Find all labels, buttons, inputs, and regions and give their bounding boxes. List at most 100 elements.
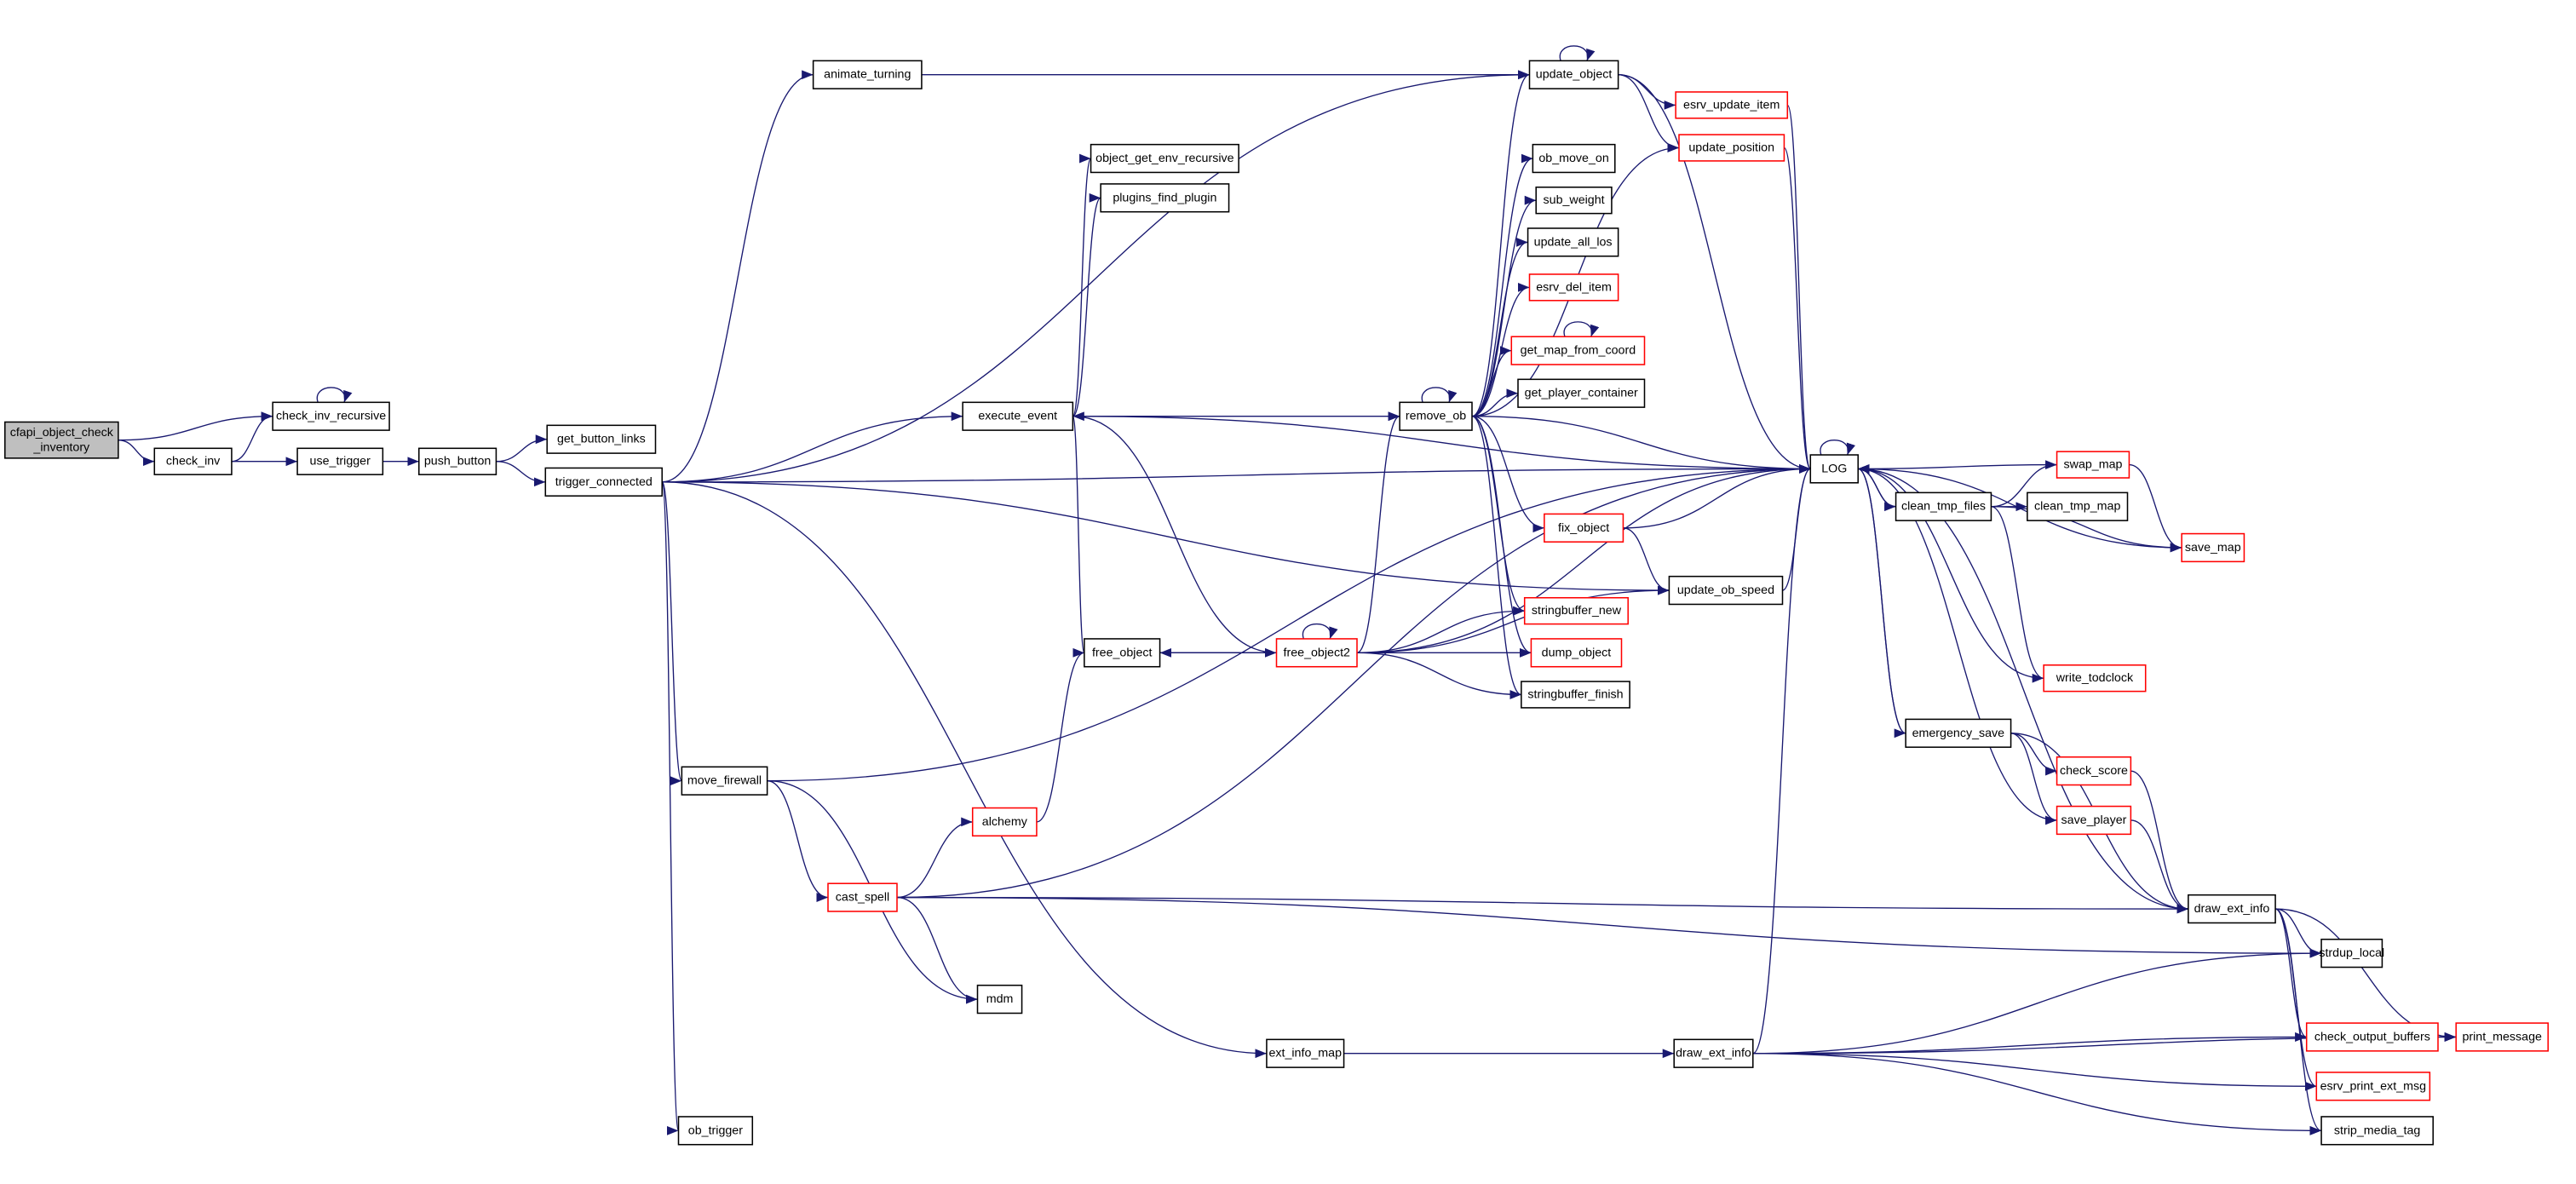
node-label: cfapi_object_check [10, 426, 114, 440]
node-strdup-local[interactable]: strdup_local [2319, 938, 2384, 968]
edge-draw_ext_info_a-to-check_output_buffers [2274, 908, 2308, 1042]
edge-remove_ob-to-dump_object [1471, 416, 1532, 658]
edge-alchemy-to-free_object [1036, 648, 1085, 823]
node-dump-object[interactable]: dump_object [1530, 638, 1623, 668]
node-use-trigger[interactable]: use_trigger [296, 447, 384, 475]
node-box [1399, 401, 1473, 431]
node-fix-object[interactable]: fix_object [1544, 513, 1624, 543]
node-label: clean_tmp_files [1901, 500, 1986, 514]
edge-cfapi-to-check_inv_recursive [118, 411, 273, 441]
node-plugins-find-plugin[interactable]: plugins_find_plugin [1100, 183, 1230, 213]
node-print-message[interactable]: print_message [2455, 1022, 2549, 1052]
node-animate-turning[interactable]: animate_turning [812, 60, 923, 89]
node-label: sub_weight [1544, 193, 1605, 207]
node-label: strdup_local [2319, 946, 2384, 960]
node-ext-info-map[interactable]: ext_info_map [1266, 1038, 1345, 1068]
node-object-get-env-recursive[interactable]: object_get_env_recursive [1090, 143, 1239, 174]
node-box [971, 807, 1038, 837]
node-save-player[interactable]: save_player [2056, 805, 2132, 836]
edge-update_object-to-LOG [1618, 74, 1811, 474]
node-box [2056, 451, 2130, 479]
edge-save_player-to-draw_ext_info_a [2130, 819, 2188, 914]
node-write-todclock[interactable]: write_todclock [2043, 664, 2147, 693]
node-label: get_map_from_coord [1521, 344, 1636, 358]
node-get-button-links[interactable]: get_button_links [546, 424, 657, 454]
edge-move_firewall-to-LOG [767, 464, 1811, 782]
node-draw-ext-info-b[interactable]: draw_ext_info [1673, 1038, 1754, 1068]
node-label: print_message [2462, 1030, 2542, 1043]
node-box [2027, 491, 2129, 521]
node-box [2305, 1022, 2439, 1052]
node-esrv-update-item[interactable]: esrv_update_item [1675, 91, 1789, 119]
node-free-object2[interactable]: free_object2 [1275, 638, 1358, 668]
node-box [2320, 1116, 2434, 1146]
node-swap-map[interactable]: swap_map [2056, 451, 2130, 479]
node-update-all-los[interactable]: update_all_los [1527, 227, 1619, 257]
node-update-ob-speed[interactable]: update_ob_speed [1668, 575, 1784, 606]
node-emergency-save[interactable]: emergency_save [1905, 718, 2012, 748]
node-LOG[interactable]: LOG [1809, 454, 1859, 484]
node-box [1905, 718, 2012, 748]
node-cfapi[interactable]: cfapi_object_check_inventory [4, 421, 119, 459]
node-label: emergency_save [1912, 727, 2005, 740]
edge-cast_spell-to-LOG [896, 464, 1811, 899]
node-label: get_player_container [1525, 387, 1638, 400]
node-label: execute_event [978, 410, 1057, 423]
node-label: move_firewall [687, 774, 762, 788]
edge-emergency_save-to-save_player [2010, 733, 2057, 825]
node-label: save_map [2185, 541, 2241, 555]
node-label: animate_turning [824, 68, 911, 82]
node-box [1521, 681, 1630, 709]
node-mdm[interactable]: mdm [976, 984, 1023, 1014]
node-get-player-container[interactable]: get_player_container [1517, 378, 1646, 408]
node-move-firewall[interactable]: move_firewall [681, 766, 768, 796]
node-update-object[interactable]: update_object [1528, 60, 1619, 89]
node-ob-trigger[interactable]: ob_trigger [677, 1116, 754, 1146]
edge-write_todclock-to-LOG [1858, 464, 2044, 679]
node-box [2056, 805, 2132, 836]
node-clean-tmp-files[interactable]: clean_tmp_files [1895, 491, 1992, 521]
node-esrv-del-item[interactable]: esrv_del_item [1528, 273, 1619, 302]
node-box [1266, 1038, 1345, 1068]
node-box [1517, 378, 1646, 408]
edge-remove_ob-to-LOG [1471, 416, 1811, 474]
node-ob-move-on[interactable]: ob_move_on [1532, 143, 1616, 174]
edge-free_object2-to-stringbuffer_finish [1356, 652, 1521, 699]
node-label: esrv_update_item [1683, 98, 1780, 112]
node-update-position[interactable]: update_position [1678, 134, 1785, 162]
node-save-map[interactable]: save_map [2181, 532, 2245, 563]
node-check-output-buffers[interactable]: check_output_buffers [2305, 1022, 2439, 1052]
node-strip-media-tag[interactable]: strip_media_tag [2320, 1116, 2434, 1146]
node-esrv-print-ext-msg[interactable]: esrv_print_ext_msg [2315, 1072, 2431, 1101]
node-label: fix_object [1558, 521, 1609, 535]
node-label: ob_trigger [688, 1124, 743, 1137]
node-label: get_button_links [557, 433, 646, 446]
node-sub-weight[interactable]: sub_weight [1535, 187, 1613, 215]
node-alchemy[interactable]: alchemy [971, 807, 1038, 837]
edge-trigger_connected-to-update_object [662, 70, 1530, 483]
edge-cast_spell-to-draw_ext_info_a [896, 896, 2188, 914]
node-label: dump_object [1542, 646, 1612, 659]
node-label: esrv_del_item [1536, 280, 1612, 294]
node-remove-ob[interactable]: remove_ob [1399, 401, 1473, 431]
node-label: stringbuffer_new [1532, 604, 1622, 618]
node-check-inv[interactable]: check_inv [153, 447, 233, 475]
node-cast-spell[interactable]: cast_spell [827, 882, 898, 912]
node-box [2043, 664, 2147, 693]
node-check-score[interactable]: check_score [2056, 756, 2132, 786]
node-push-button[interactable]: push_button [418, 447, 497, 475]
edge-trigger_connected-to-animate_turning [662, 70, 814, 483]
node-stringbuffer-finish[interactable]: stringbuffer_finish [1521, 681, 1630, 709]
node-check-inv-recursive[interactable]: check_inv_recursive [272, 401, 390, 431]
node-trigger-connected[interactable]: trigger_connected [544, 467, 663, 497]
node-free-object[interactable]: free_object [1084, 638, 1161, 668]
node-draw-ext-info-a[interactable]: draw_ext_info [2188, 894, 2276, 924]
node-label: draw_ext_info [1676, 1047, 1751, 1060]
edge-emergency_save-to-check_score [2010, 733, 2057, 776]
edge-free_object2-to-stringbuffer_new [1356, 606, 1525, 654]
node-execute-event[interactable]: execute_event [962, 401, 1074, 431]
node-stringbuffer-new[interactable]: stringbuffer_new [1523, 596, 1629, 625]
node-clean-tmp-map[interactable]: clean_tmp_map [2027, 491, 2129, 521]
node-label: update_object [1536, 68, 1613, 82]
node-get-map-from-coord[interactable]: get_map_from_coord [1510, 336, 1646, 365]
